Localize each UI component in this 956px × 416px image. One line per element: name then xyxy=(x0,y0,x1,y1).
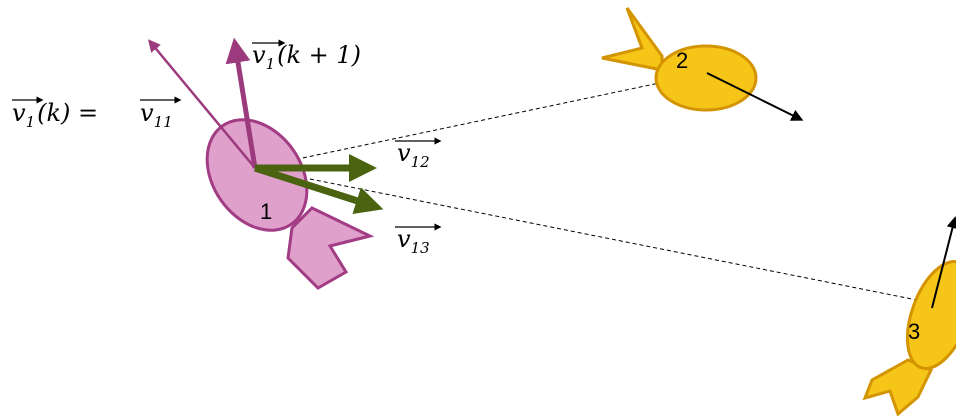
label-v1k-equals-v11: v1(k) = v11 xyxy=(12,96,182,131)
v1k-sub: 1 xyxy=(26,113,36,131)
v1k1-text: v1(k + 1) xyxy=(252,41,361,73)
fish-3-body xyxy=(905,260,956,370)
label-v1-k-plus-1: v1(k + 1) xyxy=(252,39,361,73)
vector-v11 xyxy=(148,39,256,169)
v11-sub: 11 xyxy=(154,113,173,131)
v1k1-sub: 1 xyxy=(266,55,276,73)
v12-v: v xyxy=(397,139,411,167)
v1k1-v: v xyxy=(252,41,266,69)
fish-1-label: 1 xyxy=(260,199,272,224)
fish-2-label: 2 xyxy=(676,48,688,73)
fish-3-heading-vector xyxy=(931,216,956,309)
vector-v1-k-plus-1 xyxy=(225,37,258,169)
fish-2: 2 xyxy=(601,7,804,121)
fish-2-heading-vector xyxy=(706,72,804,121)
v12-sub: 12 xyxy=(411,153,430,171)
link-line-1-2 xyxy=(254,72,708,169)
fish-1-tail xyxy=(286,206,375,290)
fish-2-body xyxy=(654,44,758,112)
fish-3-tail xyxy=(862,358,934,416)
fish-1: 1 xyxy=(205,118,375,290)
v1k-arg: (k) = xyxy=(37,99,98,127)
fish-1-body xyxy=(205,118,309,232)
v1k-v: v xyxy=(12,99,26,127)
v1k1-arg: (k + 1) xyxy=(277,41,361,69)
v13-v: v xyxy=(397,225,411,253)
fish-3: 3 xyxy=(862,216,956,416)
v1k-name: v1(k) = xyxy=(12,99,98,131)
v13-sub: 13 xyxy=(411,239,430,257)
v12-text: v12 xyxy=(397,139,430,171)
v13-text: v13 xyxy=(397,225,430,257)
v11-name: v11 xyxy=(140,99,173,131)
v11-v: v xyxy=(140,99,154,127)
fish-2-tail xyxy=(601,7,664,72)
label-v12: v12 xyxy=(395,137,442,171)
fish-3-label: 3 xyxy=(908,319,920,344)
vector-v13 xyxy=(253,164,384,215)
label-v13: v13 xyxy=(395,223,442,257)
